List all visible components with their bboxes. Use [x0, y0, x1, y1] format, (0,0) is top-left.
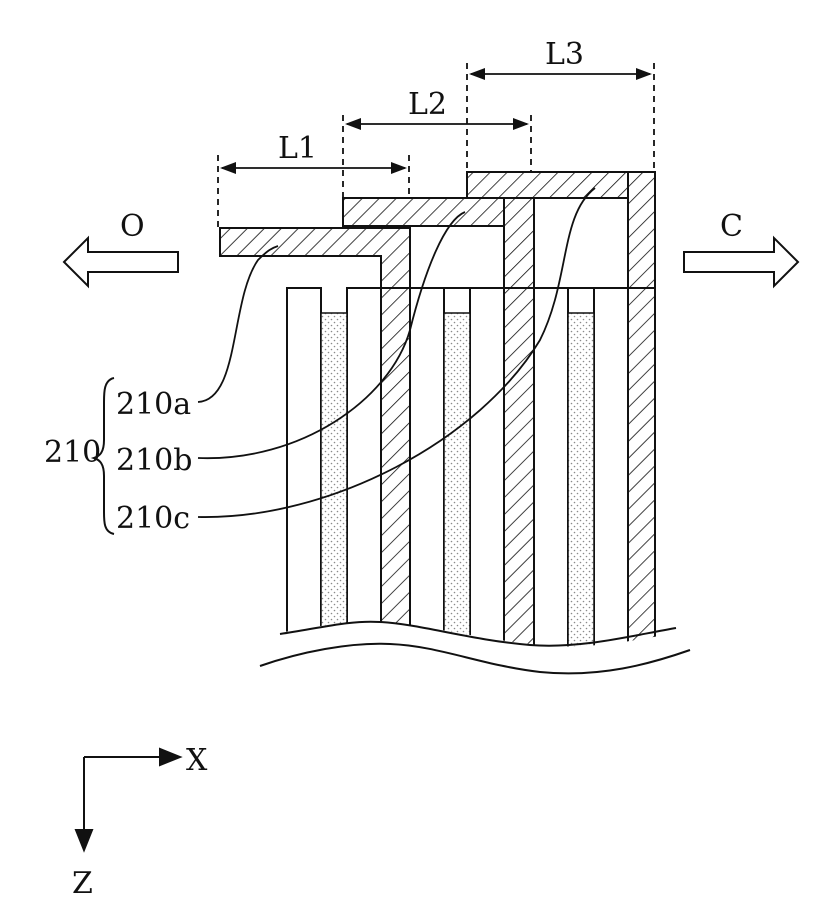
axis-label-z: Z — [72, 866, 93, 901]
leader-210a — [198, 246, 278, 402]
break-line-lower — [260, 644, 690, 674]
dotted-fill — [321, 313, 347, 693]
group-brace — [94, 378, 114, 534]
dotted-fill — [568, 313, 594, 693]
label-l3: L3 — [545, 37, 584, 72]
label-210: 210 — [44, 435, 101, 470]
axis-label-x: X — [186, 743, 208, 778]
plate — [594, 288, 628, 688]
plate — [534, 288, 568, 688]
close-direction-label: C — [720, 209, 743, 244]
z-axis-arrowhead — [76, 830, 92, 850]
label-l2: L2 — [408, 87, 447, 122]
x-axis-arrowhead — [160, 749, 180, 765]
close-direction-arrow — [684, 238, 798, 286]
label-210c: 210c — [116, 501, 190, 536]
open-direction-label: O — [120, 209, 145, 244]
plate — [470, 288, 504, 688]
leg-210a — [381, 228, 410, 698]
open-direction-arrow — [64, 238, 178, 286]
cap-210c — [467, 172, 655, 198]
axis-indicator — [76, 749, 180, 850]
label-210b: 210b — [116, 443, 192, 478]
label-210a: 210a — [116, 387, 191, 422]
label-l1: L1 — [278, 131, 317, 166]
